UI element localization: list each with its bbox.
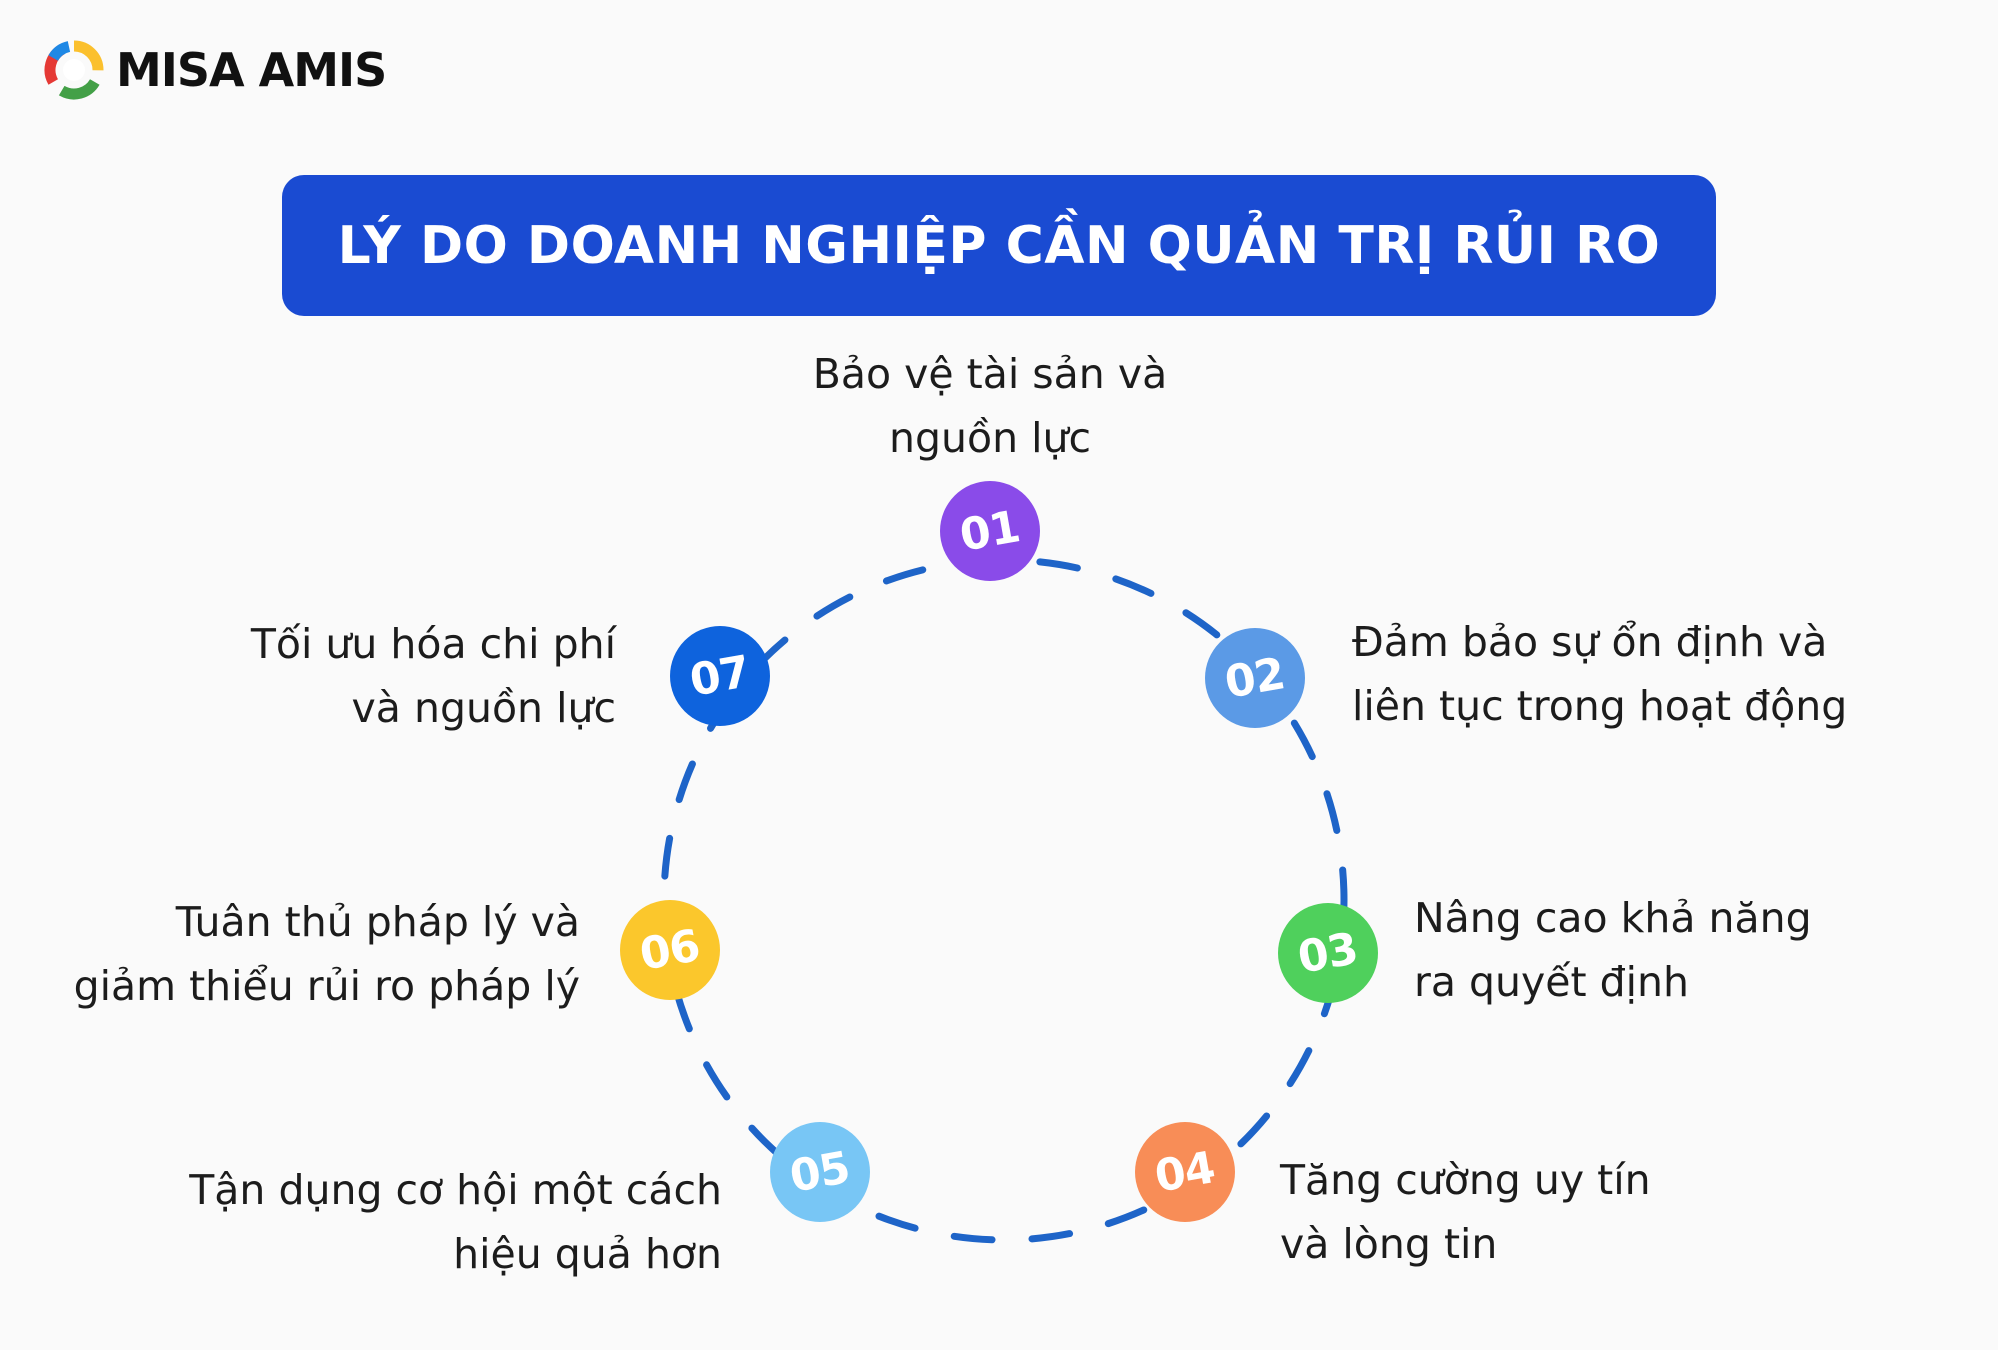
node-06-number: 06 [636, 919, 704, 981]
reason-01-line2: nguồn lực [888, 414, 1092, 462]
node-02: 02 [1205, 628, 1305, 728]
page-title: LÝ DO DOANH NGHIỆP CẦN QUẢN TRỊ RỦI RO [337, 215, 1661, 276]
reason-01-label: Bảo vệ tài sản và nguồn lực [720, 342, 1260, 470]
node-07: 07 [670, 626, 770, 726]
dashed-circle [660, 556, 1348, 1244]
reason-01-line1: Bảo vệ tài sản và [812, 350, 1168, 398]
brand-logo: MISA AMIS [44, 40, 387, 100]
reason-04-label: Tăng cường uy tín và lòng tin [1280, 1148, 1651, 1276]
reason-05-line1: Tận dụng cơ hội một cách [189, 1166, 722, 1214]
reason-04-line2: và lòng tin [1280, 1220, 1498, 1268]
node-05-number: 05 [786, 1141, 854, 1203]
node-07-number: 07 [686, 645, 754, 707]
reason-03-label: Nâng cao khả năng ra quyết định [1414, 886, 1812, 1014]
node-02-number: 02 [1221, 647, 1289, 709]
reason-02-label: Đảm bảo sự ổn định và liên tục trong hoạ… [1352, 610, 1847, 738]
reason-07-line1: Tối ưu hóa chi phí [250, 620, 616, 668]
reason-03-line2: ra quyết định [1414, 958, 1690, 1006]
node-01-number: 01 [956, 500, 1024, 562]
node-06: 06 [620, 900, 720, 1000]
reason-06-line1: Tuân thủ pháp lý và [175, 898, 580, 946]
reason-02-line1: Đảm bảo sự ổn định và [1352, 618, 1828, 666]
node-04: 04 [1135, 1122, 1235, 1222]
node-03-number: 03 [1294, 922, 1362, 984]
reason-05-line2: hiệu quả hơn [453, 1230, 722, 1278]
reason-07-label: Tối ưu hóa chi phí và nguồn lực [160, 612, 616, 740]
reason-04-line1: Tăng cường uy tín [1280, 1156, 1651, 1204]
misa-logo-icon [44, 40, 104, 100]
title-banner: LÝ DO DOANH NGHIỆP CẦN QUẢN TRỊ RỦI RO [282, 175, 1716, 316]
reason-06-line2: giảm thiểu rủi ro pháp lý [73, 962, 580, 1010]
node-01: 01 [940, 481, 1040, 581]
reason-06-label: Tuân thủ pháp lý và giảm thiểu rủi ro ph… [40, 890, 580, 1018]
reason-07-line2: và nguồn lực [351, 684, 616, 732]
node-03: 03 [1278, 903, 1378, 1003]
node-04-number: 04 [1151, 1141, 1219, 1203]
node-05: 05 [770, 1122, 870, 1222]
reason-05-label: Tận dụng cơ hội một cách hiệu quả hơn [100, 1158, 722, 1286]
reason-02-line2: liên tục trong hoạt động [1352, 682, 1848, 730]
brand-name: MISA AMIS [116, 43, 387, 97]
reason-03-line1: Nâng cao khả năng [1414, 894, 1812, 942]
